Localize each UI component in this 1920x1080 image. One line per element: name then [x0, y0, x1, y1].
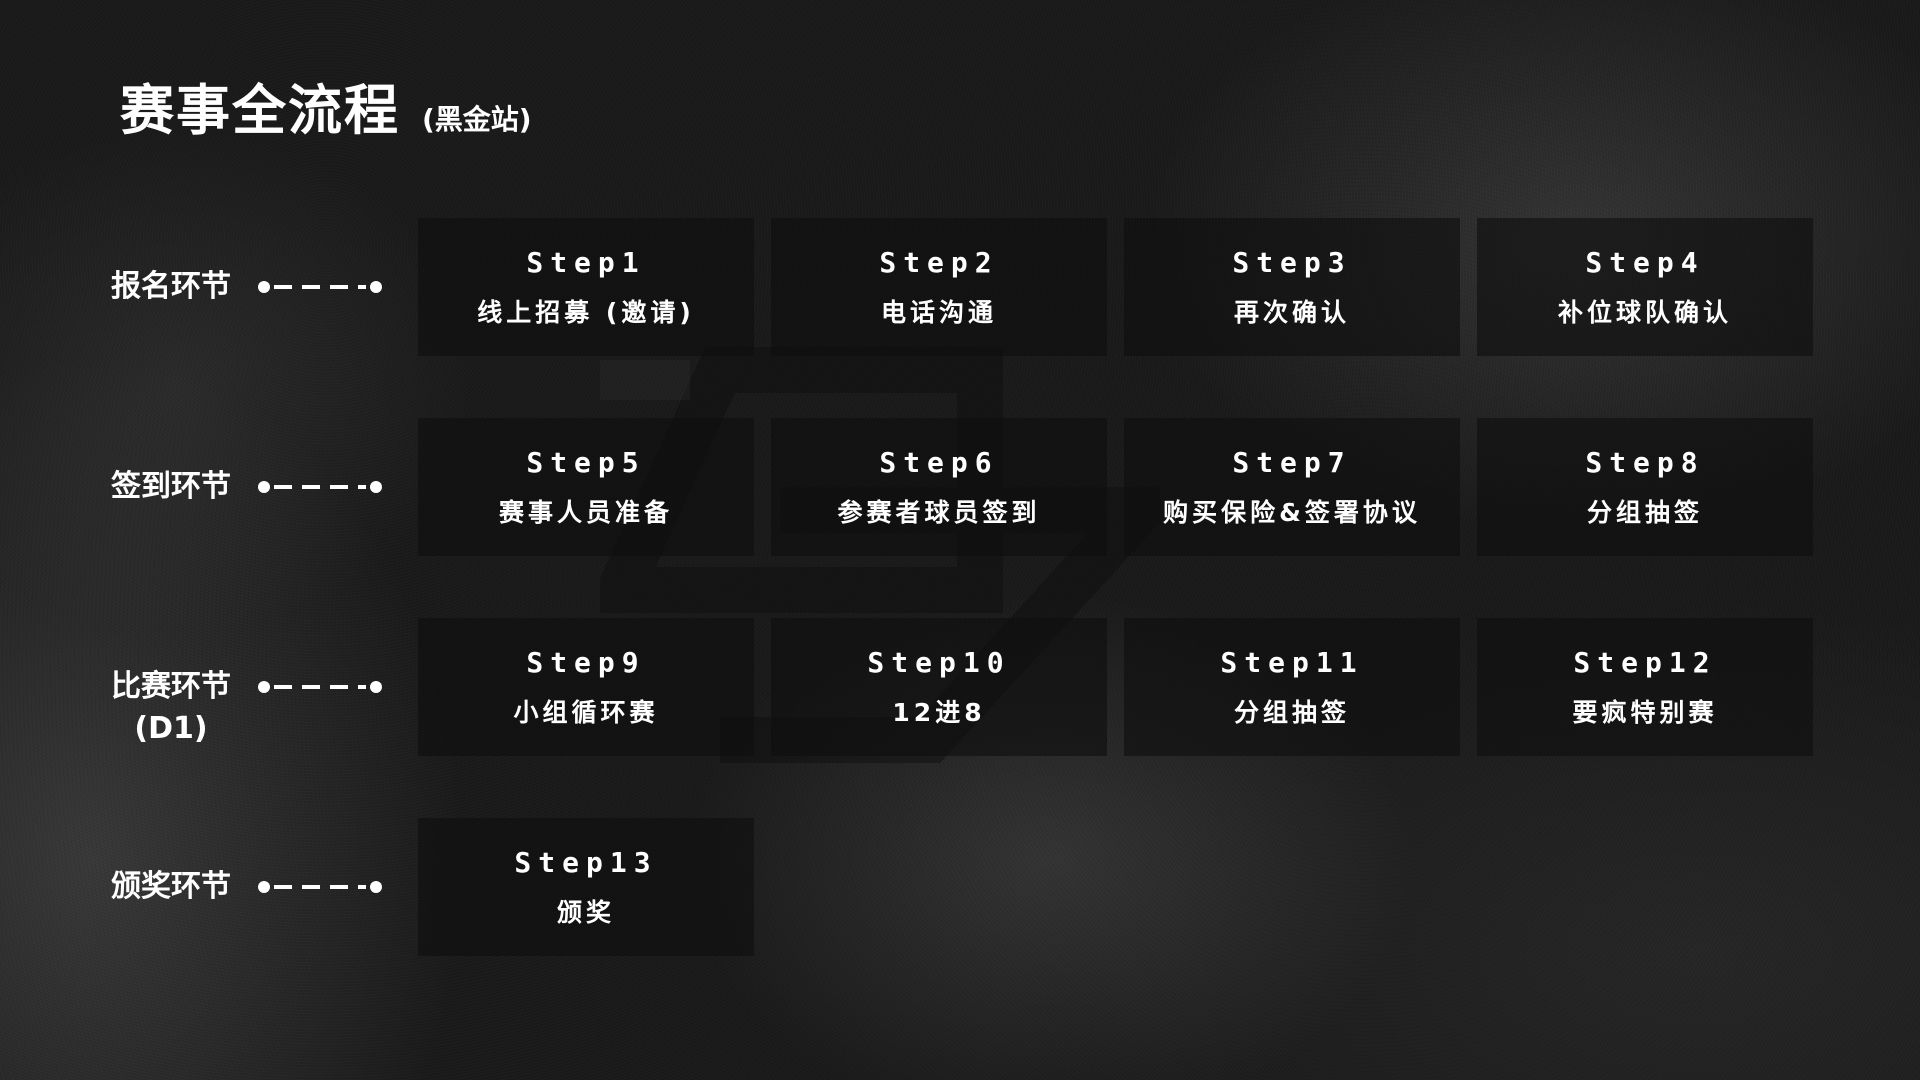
step-number: Step2 [879, 245, 999, 279]
step-title: 补位球队确认 [1557, 297, 1732, 327]
step-number: Step1 [526, 245, 646, 279]
phase-connector [258, 880, 382, 894]
step-title: 颁奖 [556, 897, 615, 927]
connector-dash-line [274, 685, 366, 689]
connector-dot-icon [258, 681, 270, 693]
step-card-5: Step5 赛事人员准备 [418, 418, 754, 556]
phase-label: 报名环节 [111, 269, 231, 304]
step-card-3: Step3 再次确认 [1124, 218, 1460, 356]
step-card-10: Step10 12进8 [771, 618, 1107, 756]
step-number: Step4 [1585, 245, 1705, 279]
step-title: 分组抽签 [1586, 497, 1703, 527]
connector-dot-icon [370, 881, 382, 893]
step-card-7: Step7 购买保险&签署协议 [1124, 418, 1460, 556]
step-number: Step8 [1585, 445, 1705, 479]
step-title: 小组循环赛 [513, 697, 659, 727]
connector-dot-icon [258, 281, 270, 293]
phase-label: 颁奖环节 [111, 869, 231, 904]
connector-dash-line [274, 485, 366, 489]
step-card-11: Step11 分组抽签 [1124, 618, 1460, 756]
phase-checkin: 签到环节 [96, 466, 396, 508]
step-number: Step3 [1232, 245, 1352, 279]
connector-dot-icon [258, 481, 270, 493]
page-title: 赛事全流程 [120, 79, 400, 142]
step-number: Step9 [526, 645, 646, 679]
step-number: Step7 [1232, 445, 1352, 479]
step-title: 电话沟通 [880, 297, 997, 327]
phase-connector [258, 480, 382, 494]
phase-label: 签到环节 [111, 469, 231, 504]
connector-dot-icon [370, 281, 382, 293]
step-title: 购买保险&签署协议 [1163, 497, 1421, 527]
step-number: Step10 [867, 645, 1011, 679]
step-title: 分组抽签 [1233, 697, 1350, 727]
phase-connector [258, 280, 382, 294]
page-subtitle: (黑金站) [422, 103, 532, 136]
step-number: Step6 [879, 445, 999, 479]
connector-dot-icon [258, 881, 270, 893]
step-title: 参赛者球员签到 [837, 497, 1041, 527]
phase-awards: 颁奖环节 [96, 866, 396, 908]
connector-dot-icon [370, 481, 382, 493]
step-number: Step5 [526, 445, 646, 479]
step-card-9: Step9 小组循环赛 [418, 618, 754, 756]
step-title: 赛事人员准备 [498, 497, 673, 527]
connector-dash-line [274, 285, 366, 289]
step-card-1: Step1 线上招募 (邀请) [418, 218, 754, 356]
step-title: 12进8 [892, 697, 986, 727]
phase-connector [258, 680, 382, 694]
step-card-4: Step4 补位球队确认 [1477, 218, 1813, 356]
step-number: Step12 [1573, 645, 1717, 679]
step-number: Step11 [1220, 645, 1364, 679]
step-card-12: Step12 要疯特别赛 [1477, 618, 1813, 756]
connector-dash-line [274, 885, 366, 889]
step-title: 线上招募 (邀请) [477, 297, 695, 327]
step-card-8: Step8 分组抽签 [1477, 418, 1813, 556]
step-card-2: Step2 电话沟通 [771, 218, 1107, 356]
step-title: 要疯特别赛 [1572, 697, 1718, 727]
step-card-6: Step6 参赛者球员签到 [771, 418, 1107, 556]
phase-match: 比赛环节 (D1) [96, 666, 396, 750]
header: 赛事全流程 (黑金站) [120, 66, 532, 145]
phase-registration: 报名环节 [96, 266, 396, 308]
connector-dot-icon [370, 681, 382, 693]
step-card-13: Step13 颁奖 [418, 818, 754, 956]
phase-label: 比赛环节 [111, 669, 231, 704]
step-title: 再次确认 [1233, 297, 1350, 327]
phase-sublabel: (D1) [134, 711, 208, 746]
phase-label-group: 比赛环节 (D1) [96, 666, 246, 750]
step-number: Step13 [514, 845, 658, 879]
